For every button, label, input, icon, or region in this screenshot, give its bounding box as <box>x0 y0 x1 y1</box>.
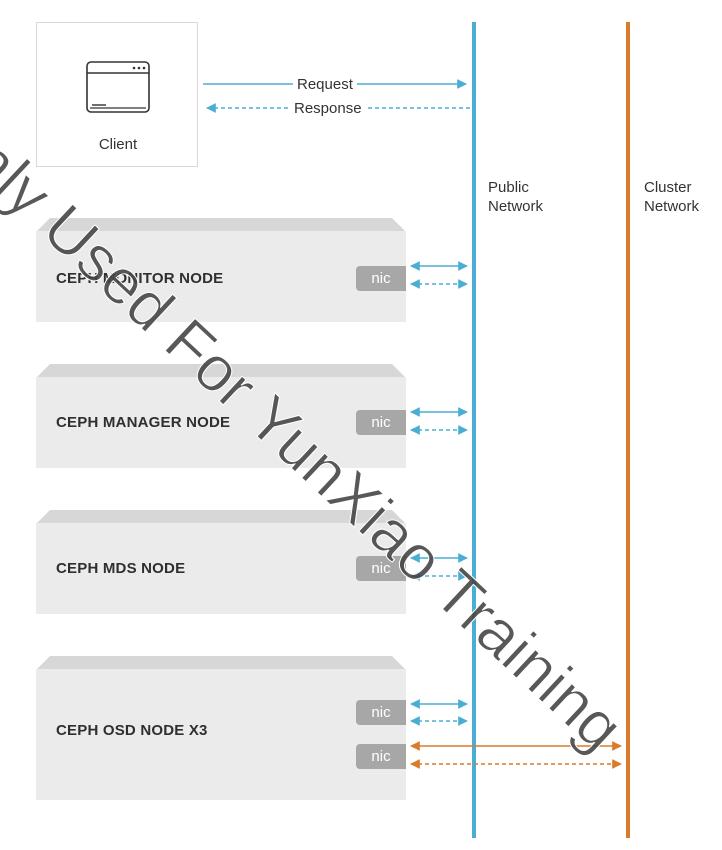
response-label: Response <box>290 100 366 117</box>
node-label: CEPH OSD NODE X3 <box>56 722 208 739</box>
ceph-manager-node: CEPH MANAGER NODE nic <box>36 364 406 468</box>
node-body <box>36 231 406 322</box>
node-label: CEPH MDS NODE <box>56 560 186 577</box>
ceph-mds-node: CEPH MDS NODE nic <box>36 510 406 614</box>
nic-badge: nic <box>356 556 406 581</box>
node-top-bevel <box>36 218 406 232</box>
ceph-osd-node: CEPH OSD NODE X3 nic nic <box>36 656 406 800</box>
node-body <box>36 377 406 468</box>
ceph-monitor-node: CEPH MONITOR NODE nic <box>36 218 406 322</box>
request-label: Request <box>293 76 357 93</box>
node-top-bevel <box>36 656 406 670</box>
node-label: CEPH MANAGER NODE <box>56 414 231 431</box>
client-label: Client <box>98 136 138 153</box>
browser-window-icon <box>86 61 150 113</box>
nic-badge: nic <box>356 266 406 291</box>
node-body <box>36 669 406 800</box>
node-top-bevel <box>36 364 406 378</box>
client-box: Client <box>36 22 198 167</box>
node-top-bevel <box>36 510 406 524</box>
public-network-label: Public Network <box>488 179 544 215</box>
node-label: CEPH MONITOR NODE <box>56 270 224 287</box>
node-body <box>36 523 406 614</box>
nic-badge-public: nic <box>356 700 406 725</box>
nic-badge-cluster: nic <box>356 744 406 769</box>
cluster-network-label: Cluster Network <box>644 179 700 215</box>
nic-badge: nic <box>356 410 406 435</box>
